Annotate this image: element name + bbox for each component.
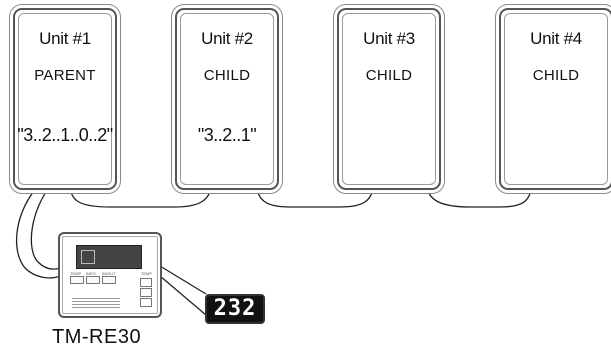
remote-button-3 — [102, 276, 116, 284]
unit-1-display: "3..2..1..0..2" — [17, 125, 113, 145]
unit-4-name: Unit #4 — [530, 29, 582, 48]
cable-unit2-unit3 — [255, 183, 375, 208]
remote-button-label-3: IN/OUT — [102, 271, 116, 276]
callout-line-top — [159, 265, 207, 295]
remote-controller: TEMP INFO IN/OUT TEMP — [58, 232, 162, 318]
unit-2-box: Unit #2 CHILD "3..2..1" — [175, 8, 279, 190]
remote-screen — [76, 245, 142, 269]
unit-1-name: Unit #1 — [39, 29, 91, 48]
cable-unit1-unit2 — [69, 183, 213, 208]
cable-unit3-unit4 — [425, 183, 533, 208]
remote-button-label-2: INFO — [86, 271, 96, 276]
unit-4-box: Unit #4 CHILD — [499, 8, 611, 190]
remote-display-closeup: 232 — [205, 294, 265, 324]
unit-3-role: CHILD — [365, 67, 413, 84]
cable-unit1-remote-inner — [30, 183, 61, 270]
unit-2-role: CHILD — [203, 67, 251, 84]
unit-1-role: PARENT — [34, 67, 96, 84]
remote-button-2 — [86, 276, 100, 284]
callout-line-bottom — [159, 275, 207, 316]
unit-3-name: Unit #3 — [363, 29, 415, 48]
remote-button-1 — [70, 276, 84, 284]
remote-fine-print — [72, 298, 120, 299]
unit-3-box: Unit #3 CHILD — [337, 8, 441, 190]
remote-up-button — [140, 278, 152, 287]
unit-4-role: CHILD — [532, 67, 580, 84]
remote-button-label-4: TEMP — [140, 271, 152, 276]
remote-button-label-1: TEMP — [70, 271, 82, 276]
unit-2-name: Unit #2 — [201, 29, 253, 48]
remote-model-label: TM-RE30 — [52, 326, 142, 348]
cable-unit1-remote — [15, 183, 61, 279]
remote-power-button — [140, 298, 152, 307]
unit-2-display: "3..2..1" — [197, 125, 257, 145]
remote-down-button — [140, 288, 152, 297]
unit-1-box: Unit #1 PARENT "3..2..1..0..2" — [13, 8, 117, 190]
